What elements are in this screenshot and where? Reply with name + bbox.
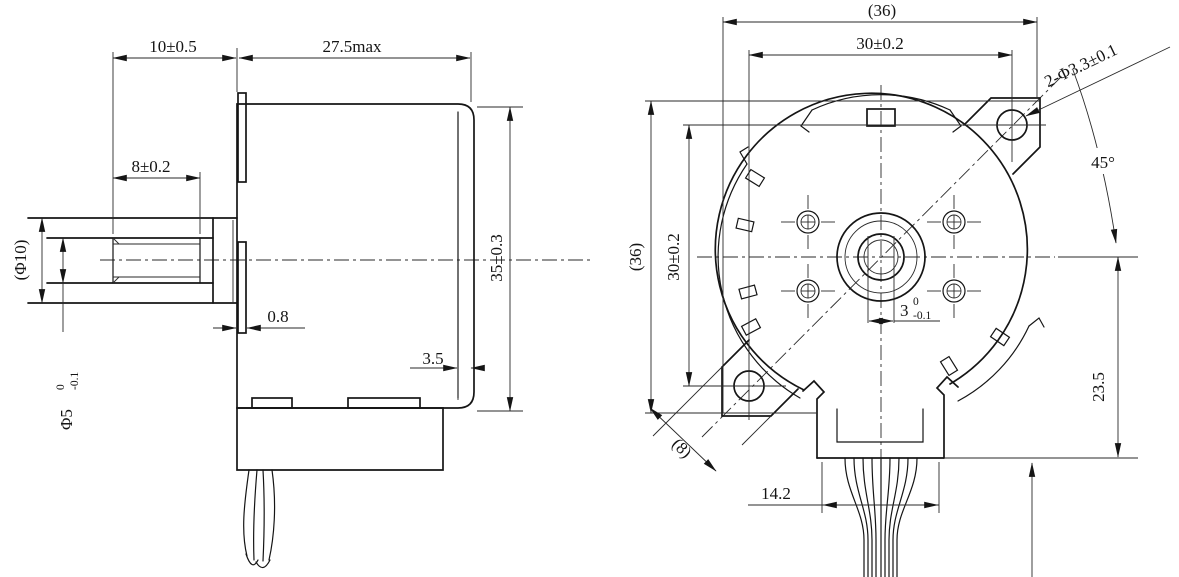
dim-rear-boss-depth: 3.5 — [422, 349, 443, 368]
front-crimp-tabs — [735, 168, 1011, 377]
dim-ear-width: (8) — [668, 434, 695, 461]
front-top-tab — [866, 108, 896, 127]
dim-thread-length: 8±0.2 — [131, 157, 170, 176]
thread-chamfer — [112, 276, 120, 284]
dim-hole-spacing-horizontal: 30±0.2 — [856, 34, 904, 53]
side-bushing — [27, 217, 238, 304]
dim-body-length: 27.5max — [322, 37, 382, 56]
front-view: (36) 30±0.2 (36) 30±0.2 2-Φ3.3±0.1 — [626, 1, 1171, 577]
wire-break — [255, 559, 271, 569]
side-connector-tab — [251, 397, 293, 409]
dim-mounting-holes: 2-Φ3.3±0.1 — [1041, 40, 1120, 91]
svg-text:Φ5: Φ5 — [57, 409, 76, 430]
ear-edge-extension — [652, 366, 723, 437]
svg-text:3: 3 — [900, 301, 909, 320]
front-shaft-boss — [836, 212, 926, 323]
front-centerline-diagonal — [701, 75, 1063, 438]
front-screws — [781, 195, 981, 318]
screw-head — [781, 195, 835, 249]
svg-text:(8): (8) — [668, 434, 695, 461]
dim-body-diameter: 35±0.3 — [487, 234, 506, 282]
dim-overall-width: (36) — [868, 1, 896, 20]
svg-text:0: 0 — [55, 384, 67, 390]
dim-connector-width: 14.2 — [761, 484, 791, 503]
dim-shaft-diameter: Φ5 0 -0.1 — [55, 372, 81, 430]
screw-head — [781, 264, 835, 318]
side-connector-housing — [236, 407, 444, 471]
dim-ear-angle: 45° — [1091, 153, 1115, 172]
svg-text:2-Φ3.3±0.1: 2-Φ3.3±0.1 — [1041, 40, 1120, 91]
dim-center-to-wire-exit: 23.5 — [1089, 372, 1108, 402]
side-dimensions: 10±0.5 27.5max 8±0.2 (Φ10) Φ5 0 -0.1 — [11, 37, 523, 430]
front-crimp-ring — [717, 94, 1045, 402]
svg-text:-0.1: -0.1 — [69, 372, 81, 390]
front-lead-wires — [844, 457, 918, 577]
dim-bushing-diameter: (Φ10) — [11, 240, 30, 281]
side-connector-tab — [347, 397, 421, 409]
dim-shaft-protrusion: 10±0.5 — [149, 37, 197, 56]
front-motor-can — [714, 92, 1029, 391]
side-view: 10±0.5 27.5max 8±0.2 (Φ10) Φ5 0 -0.1 — [11, 37, 592, 569]
side-motor-body — [236, 103, 475, 409]
screw-head — [927, 195, 981, 249]
svg-text:-0.1: -0.1 — [913, 310, 931, 322]
dim-overall-height: (36) — [626, 243, 645, 271]
wire-break — [245, 553, 259, 566]
dim-plate-thickness: 0.8 — [267, 307, 288, 326]
screw-head — [927, 264, 981, 318]
side-mount-plate-lower — [237, 241, 247, 334]
dim-hole-spacing-vertical: 30±0.2 — [664, 233, 683, 281]
front-connector — [802, 375, 959, 459]
mounting-ear-top-right — [963, 97, 1041, 175]
side-mount-plate-upper — [237, 92, 247, 183]
side-lead-wires — [243, 469, 276, 569]
side-shaft — [46, 237, 214, 284]
mounting-ear-bottom-left — [721, 339, 799, 417]
ear-edge-extension — [741, 415, 772, 446]
dim-shaft-flat: 3 0 -0.1 — [900, 296, 931, 322]
svg-text:0: 0 — [913, 296, 919, 308]
thread-chamfer — [112, 237, 120, 245]
